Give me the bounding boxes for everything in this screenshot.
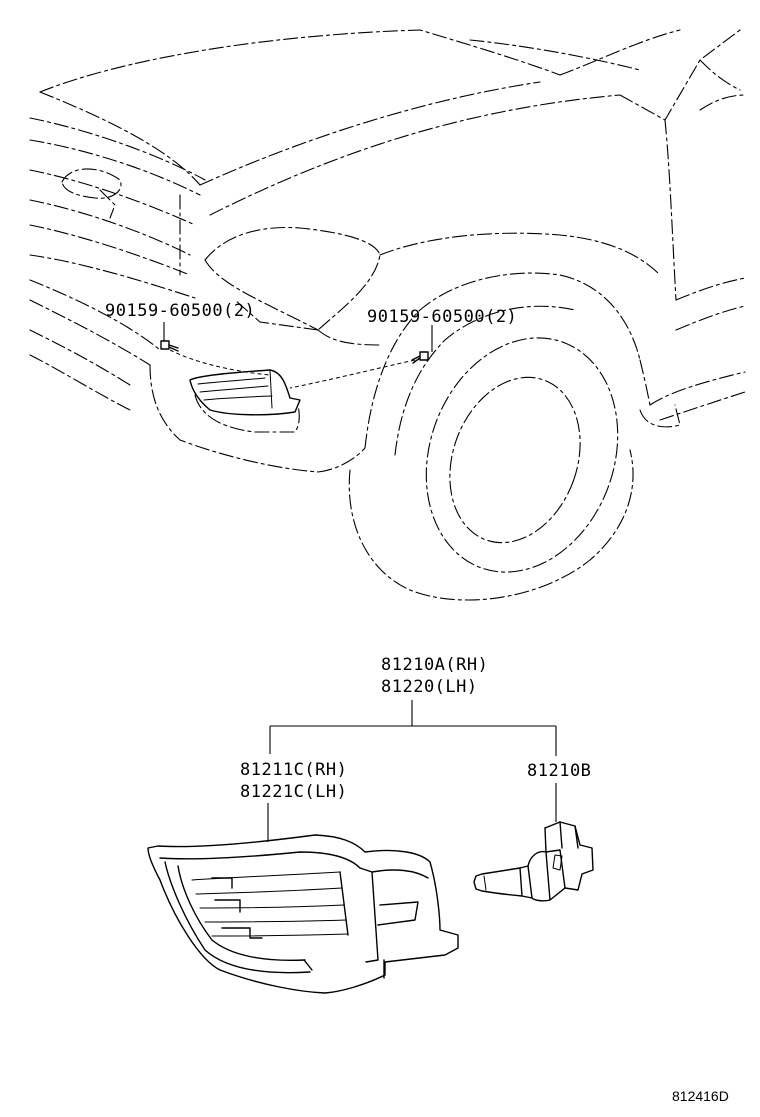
fog-lamp-housing — [147, 834, 459, 994]
assembly-lh-label: 81220(LH) — [381, 677, 478, 697]
figure-reference: 812416D — [672, 1088, 729, 1104]
bulb-label: 81210B — [527, 761, 591, 781]
vehicle-front-illustration — [29, 29, 746, 601]
bolt-left-label: 90159-60500(2) — [105, 301, 255, 321]
assembly-bracket — [269, 700, 557, 756]
installed-fog-lamp — [189, 369, 301, 416]
housing-lh-label: 81221C(LH) — [240, 782, 347, 802]
housing-rh-label: 81211C(RH) — [240, 760, 347, 780]
fog-lamp-bulb-icon — [473, 821, 594, 902]
bolt-left-icon — [160, 340, 179, 352]
bolt-right-label: 90159-60500(2) — [367, 307, 517, 327]
bolt-right-icon — [411, 351, 429, 364]
assembly-rh-label: 81210A(RH) — [381, 655, 488, 675]
